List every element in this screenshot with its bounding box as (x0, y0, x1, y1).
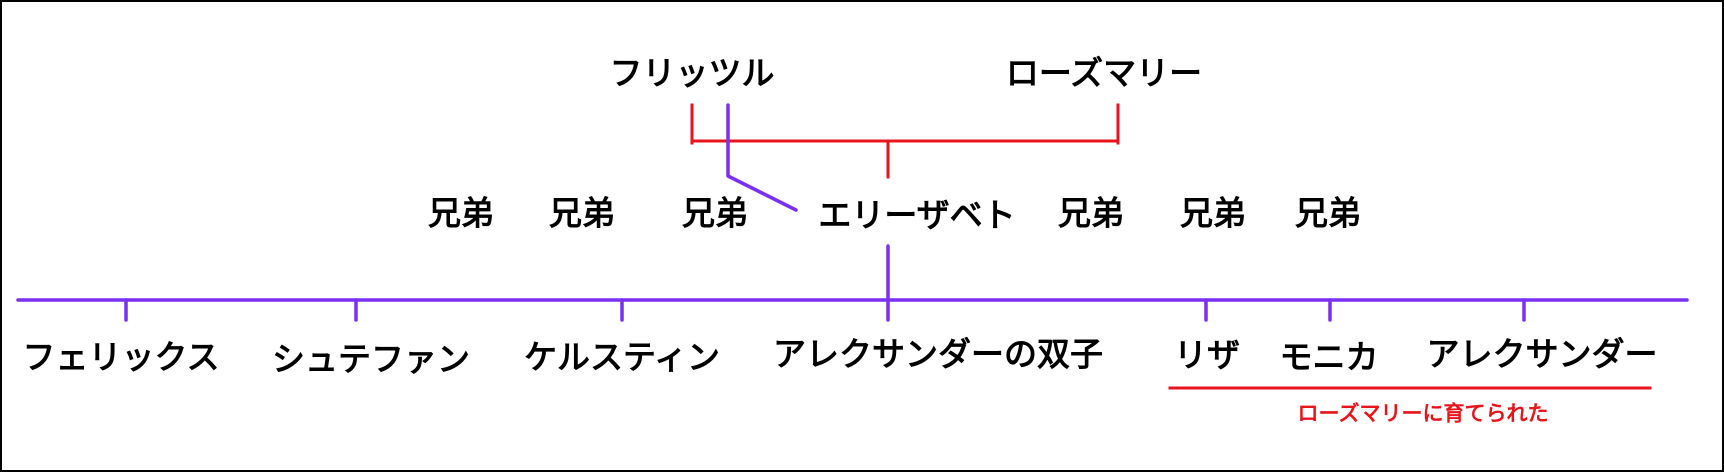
mother-name: ローズマリー (1005, 53, 1203, 93)
child-name-stefan: シュテファン (272, 339, 470, 379)
family-lines (16, 103, 1689, 322)
sibling-label: 兄弟 (682, 193, 748, 233)
child-name-twin: アレクサンダーの双子 (773, 334, 1103, 374)
sibling-label: 兄弟 (428, 193, 494, 233)
child-name-liza: リザ (1174, 335, 1240, 375)
central-person-name: エリーザベト (818, 195, 1016, 235)
raised-by-note: ローズマリーに育てられた (1297, 401, 1549, 426)
child-name-monika: モニカ (1279, 337, 1379, 377)
parents-bracket (690, 103, 1652, 390)
father-name: フリッツル (609, 53, 775, 93)
child-name-alexander: アレクサンダー (1426, 334, 1658, 374)
sibling-label: 兄弟 (1058, 193, 1124, 233)
sibling-label: 兄弟 (1295, 193, 1361, 233)
sibling-label: 兄弟 (549, 193, 615, 233)
child-name-felix: フェリックス (22, 337, 220, 377)
father-elisabeth-link (726, 103, 798, 212)
sibling-label: 兄弟 (1180, 193, 1246, 233)
child-name-kelstin: ケルスティン (523, 337, 721, 377)
